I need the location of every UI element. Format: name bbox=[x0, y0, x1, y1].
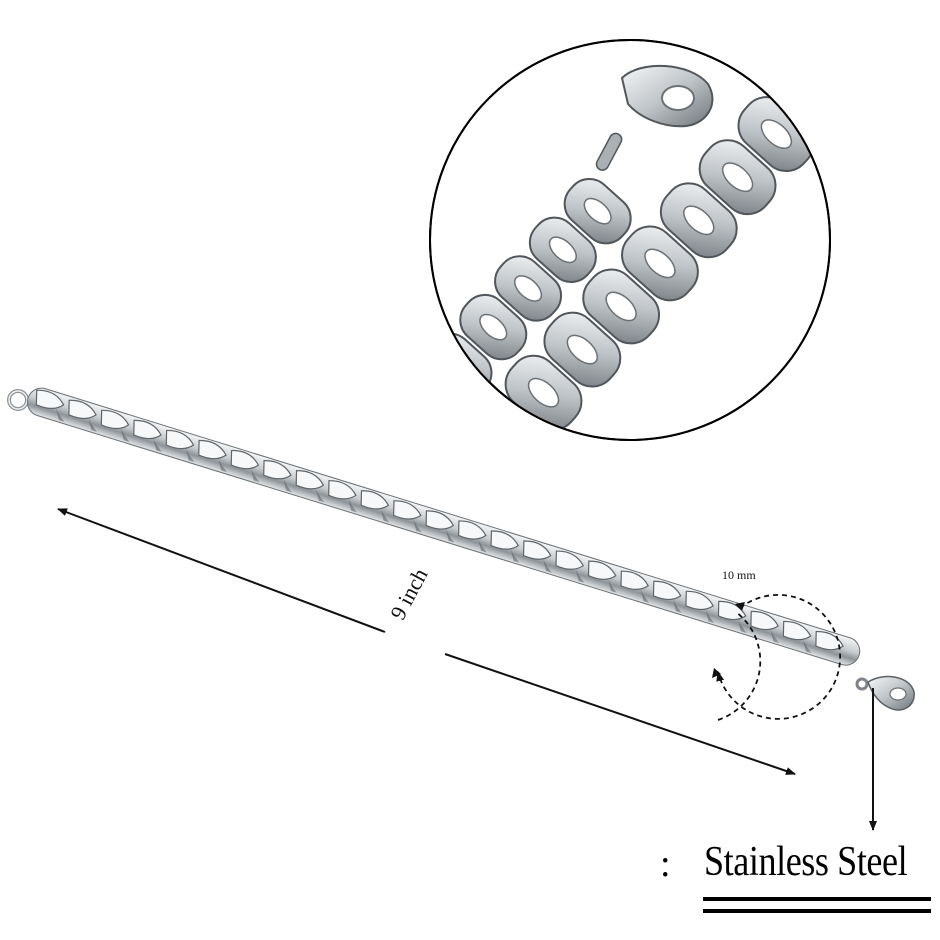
width-indicator-dashed-circle bbox=[716, 594, 841, 721]
zoom-clasp-icon bbox=[595, 64, 714, 171]
arrow-head-icon bbox=[712, 668, 721, 678]
bracelet-chain bbox=[7, 387, 915, 711]
lobster-clasp-icon bbox=[855, 675, 915, 711]
length-dimension-arrow bbox=[57, 508, 796, 775]
material-underline-bottom bbox=[703, 909, 931, 913]
material-prefix: : bbox=[660, 843, 671, 885]
material-label: Stainless Steel bbox=[704, 839, 908, 885]
width-label: 10 mm bbox=[722, 568, 756, 582]
arrow-head-icon bbox=[735, 602, 745, 611]
zoom-detail-circle bbox=[429, 39, 831, 441]
material-underline-top bbox=[703, 897, 931, 901]
